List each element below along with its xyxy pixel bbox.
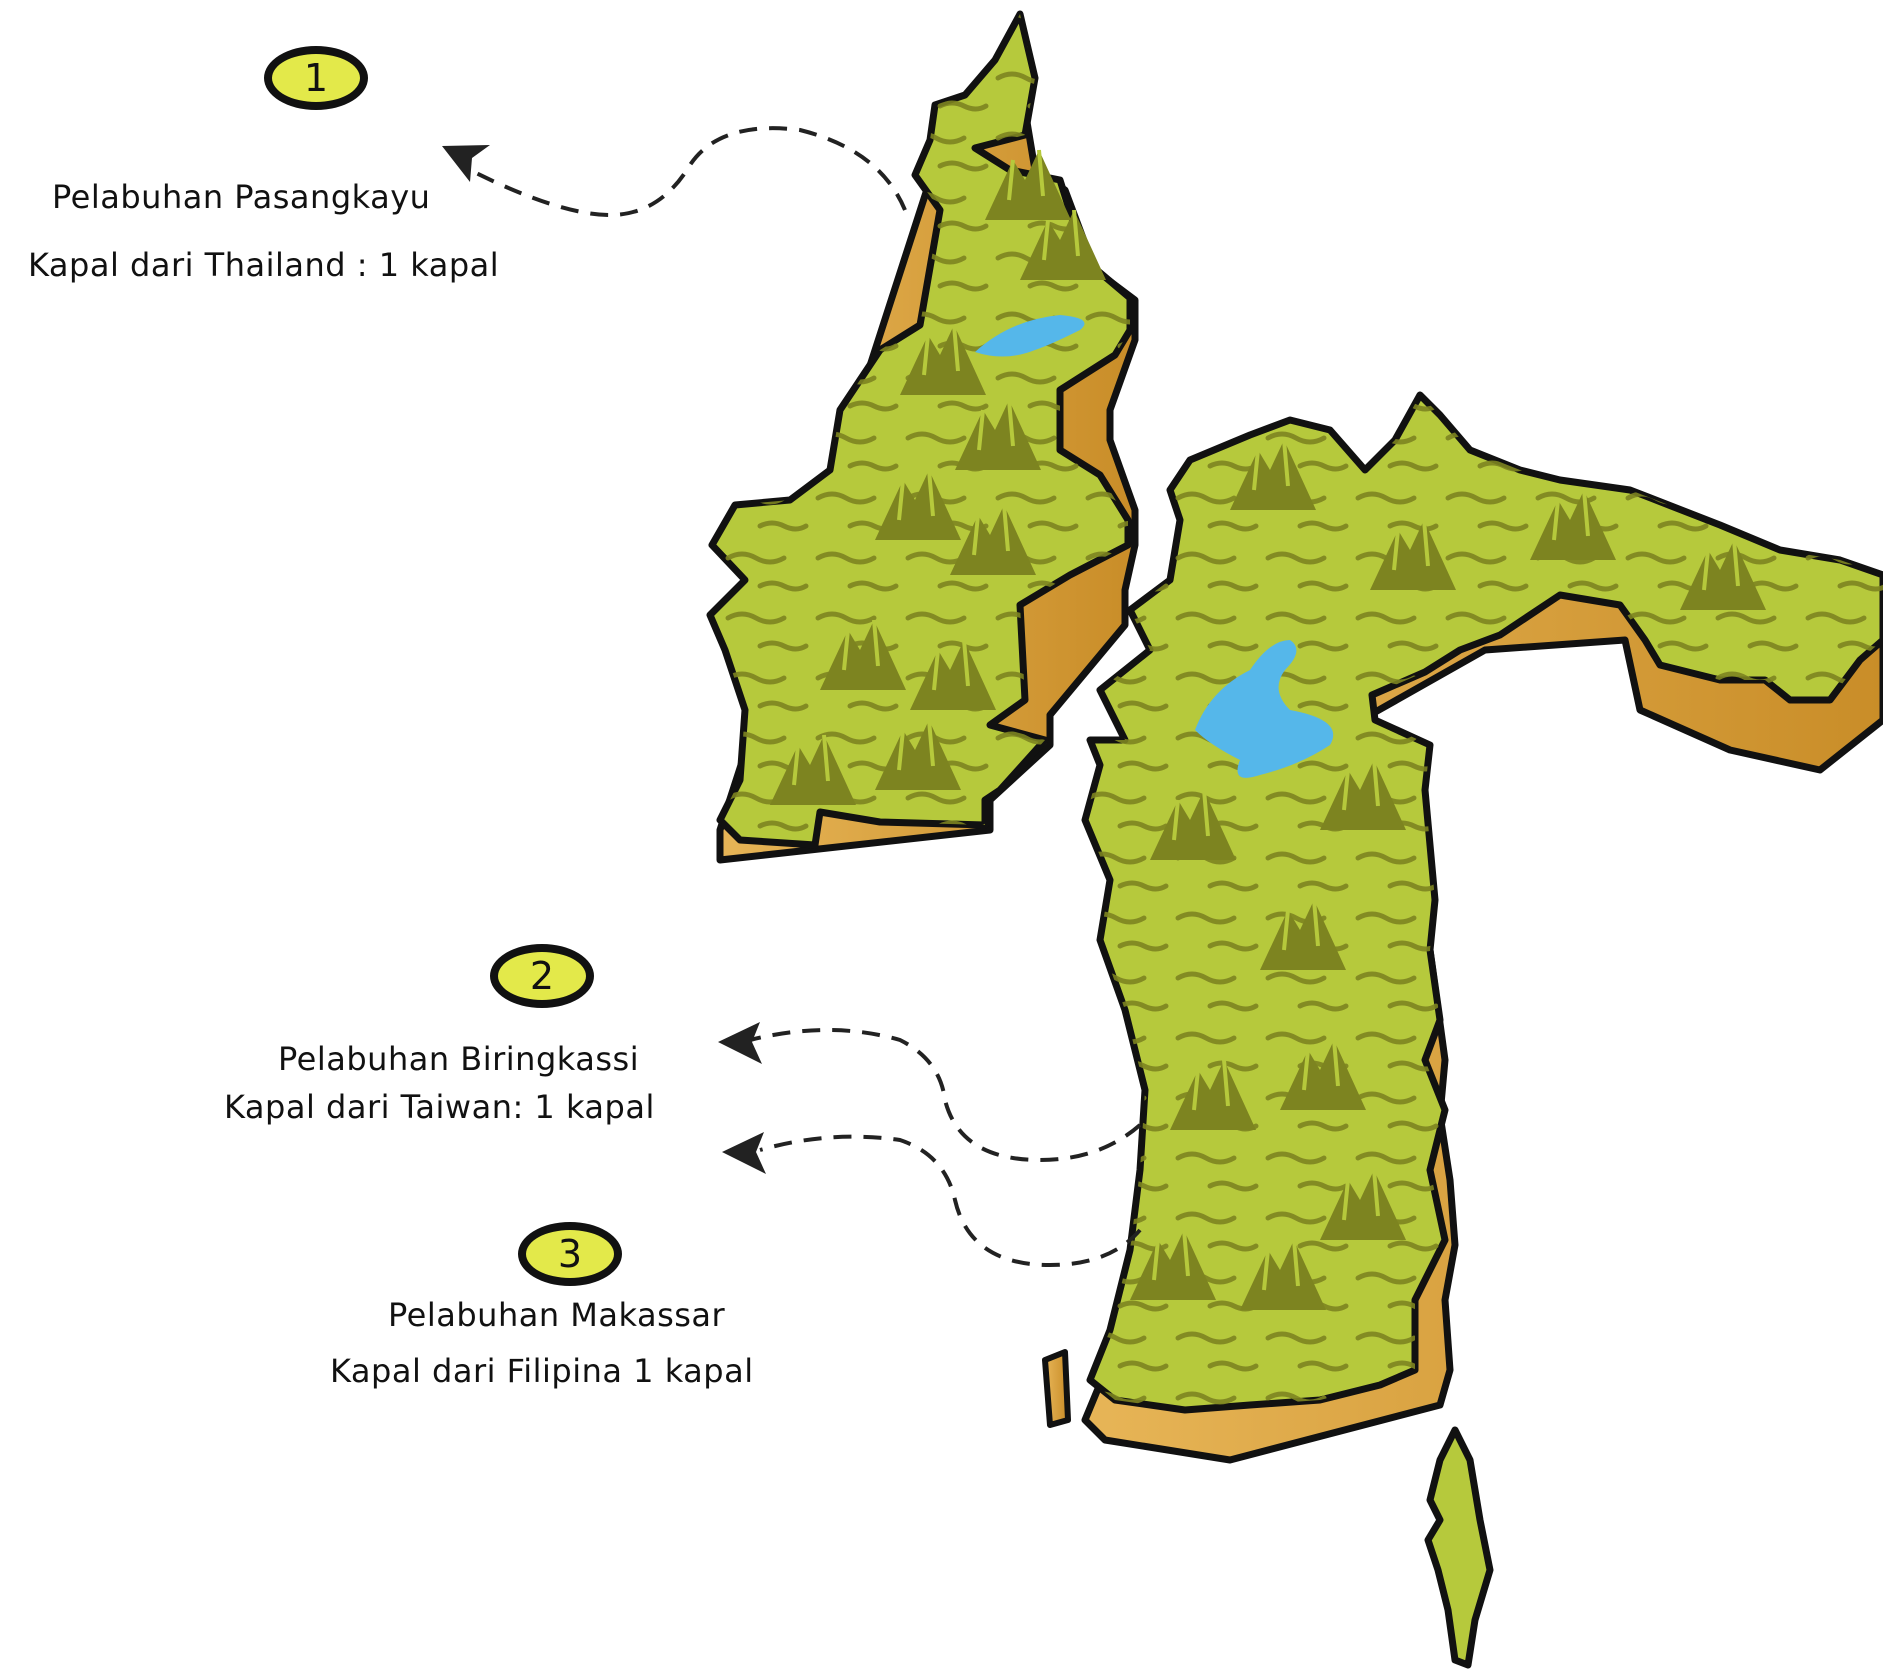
arrowhead-2 <box>718 1022 762 1064</box>
port-info-1: Kapal dari Thailand : 1 kapal <box>28 246 499 284</box>
route-arrow-1 <box>469 126 907 218</box>
selayar-island <box>1424 1426 1494 1669</box>
port-ship-count-2: Kapal dari Taiwan: 1 kapal <box>224 1088 655 1126</box>
islet <box>1042 1349 1071 1428</box>
port-badge-2: 2 <box>490 944 594 1008</box>
port-number-3: 3 <box>557 1232 583 1276</box>
port-label-2: Pelabuhan Biringkassi <box>278 1040 639 1078</box>
port-badge-3: 3 <box>518 1222 622 1286</box>
port-info-3: Kapal dari Filipina 1 kapal <box>330 1352 754 1390</box>
arrowhead-3 <box>722 1132 766 1174</box>
port-name-3: Pelabuhan Makassar <box>388 1296 726 1334</box>
arrowhead-1 <box>442 145 490 182</box>
port-badge-1: 1 <box>264 46 368 110</box>
main-lake <box>1195 640 1334 778</box>
port-ship-count-3: Kapal dari Filipina 1 kapal <box>330 1352 754 1390</box>
port-info-2: Kapal dari Taiwan: 1 kapal <box>224 1088 655 1126</box>
port-number-2: 2 <box>529 954 555 998</box>
route-arrow-3 <box>759 1134 1142 1268</box>
port-label-3: Pelabuhan Makassar <box>388 1296 725 1334</box>
route-arrow-2 <box>749 1028 1142 1163</box>
west-lake <box>975 315 1085 357</box>
port-label-1: Pelabuhan Pasangkayu <box>52 178 430 216</box>
port-number-1: 1 <box>303 56 329 100</box>
port-ship-count-1: Kapal dari Thailand : 1 kapal <box>28 246 500 284</box>
port-name-1: Pelabuhan Pasangkayu <box>52 178 431 216</box>
port-name-2: Pelabuhan Biringkassi <box>278 1040 640 1078</box>
